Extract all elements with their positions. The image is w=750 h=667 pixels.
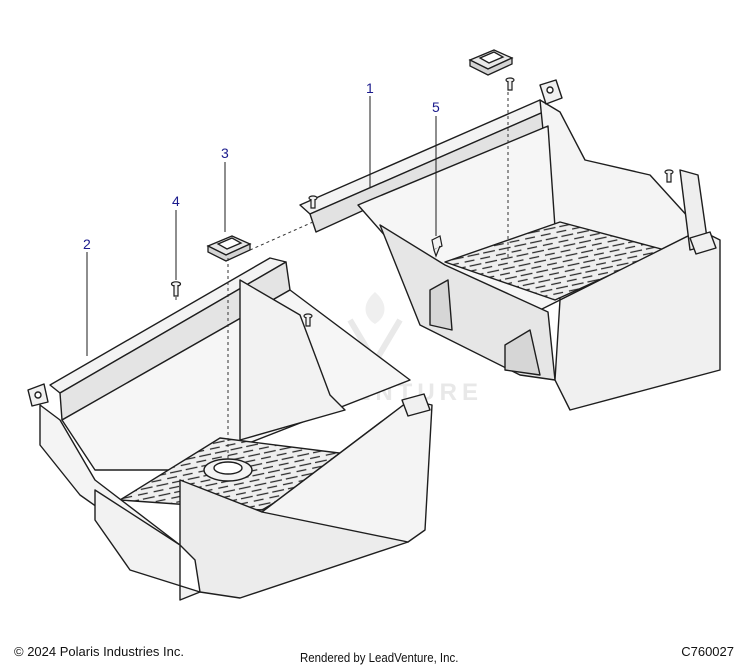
callout-3: 3 bbox=[221, 145, 229, 161]
alignment-lines bbox=[175, 92, 509, 462]
callouts: 1 2 3 4 5 bbox=[83, 80, 440, 252]
drain-plug-3 bbox=[206, 235, 252, 262]
copyright-text: © 2024 Polaris Industries Inc. bbox=[14, 644, 184, 659]
drain-plug-right bbox=[468, 49, 514, 76]
rendered-by-text: Rendered by LeadVenture, Inc. bbox=[300, 650, 459, 665]
callout-leaders bbox=[86, 96, 437, 356]
figure-code: C760027 bbox=[681, 644, 734, 659]
fastener-4 bbox=[170, 281, 182, 297]
fastener-misc-3 bbox=[505, 77, 515, 91]
fastener-misc-2 bbox=[303, 313, 313, 327]
push-rivet-5 bbox=[431, 235, 443, 258]
fastener-misc-1 bbox=[308, 195, 318, 209]
callout-2: 2 bbox=[83, 236, 91, 252]
callout-4: 4 bbox=[172, 193, 180, 209]
floor-tub-right bbox=[299, 79, 721, 411]
callout-1: 1 bbox=[366, 80, 374, 96]
fastener-misc-4 bbox=[664, 169, 674, 183]
callout-5: 5 bbox=[432, 99, 440, 115]
floor-tub-left bbox=[27, 257, 433, 601]
